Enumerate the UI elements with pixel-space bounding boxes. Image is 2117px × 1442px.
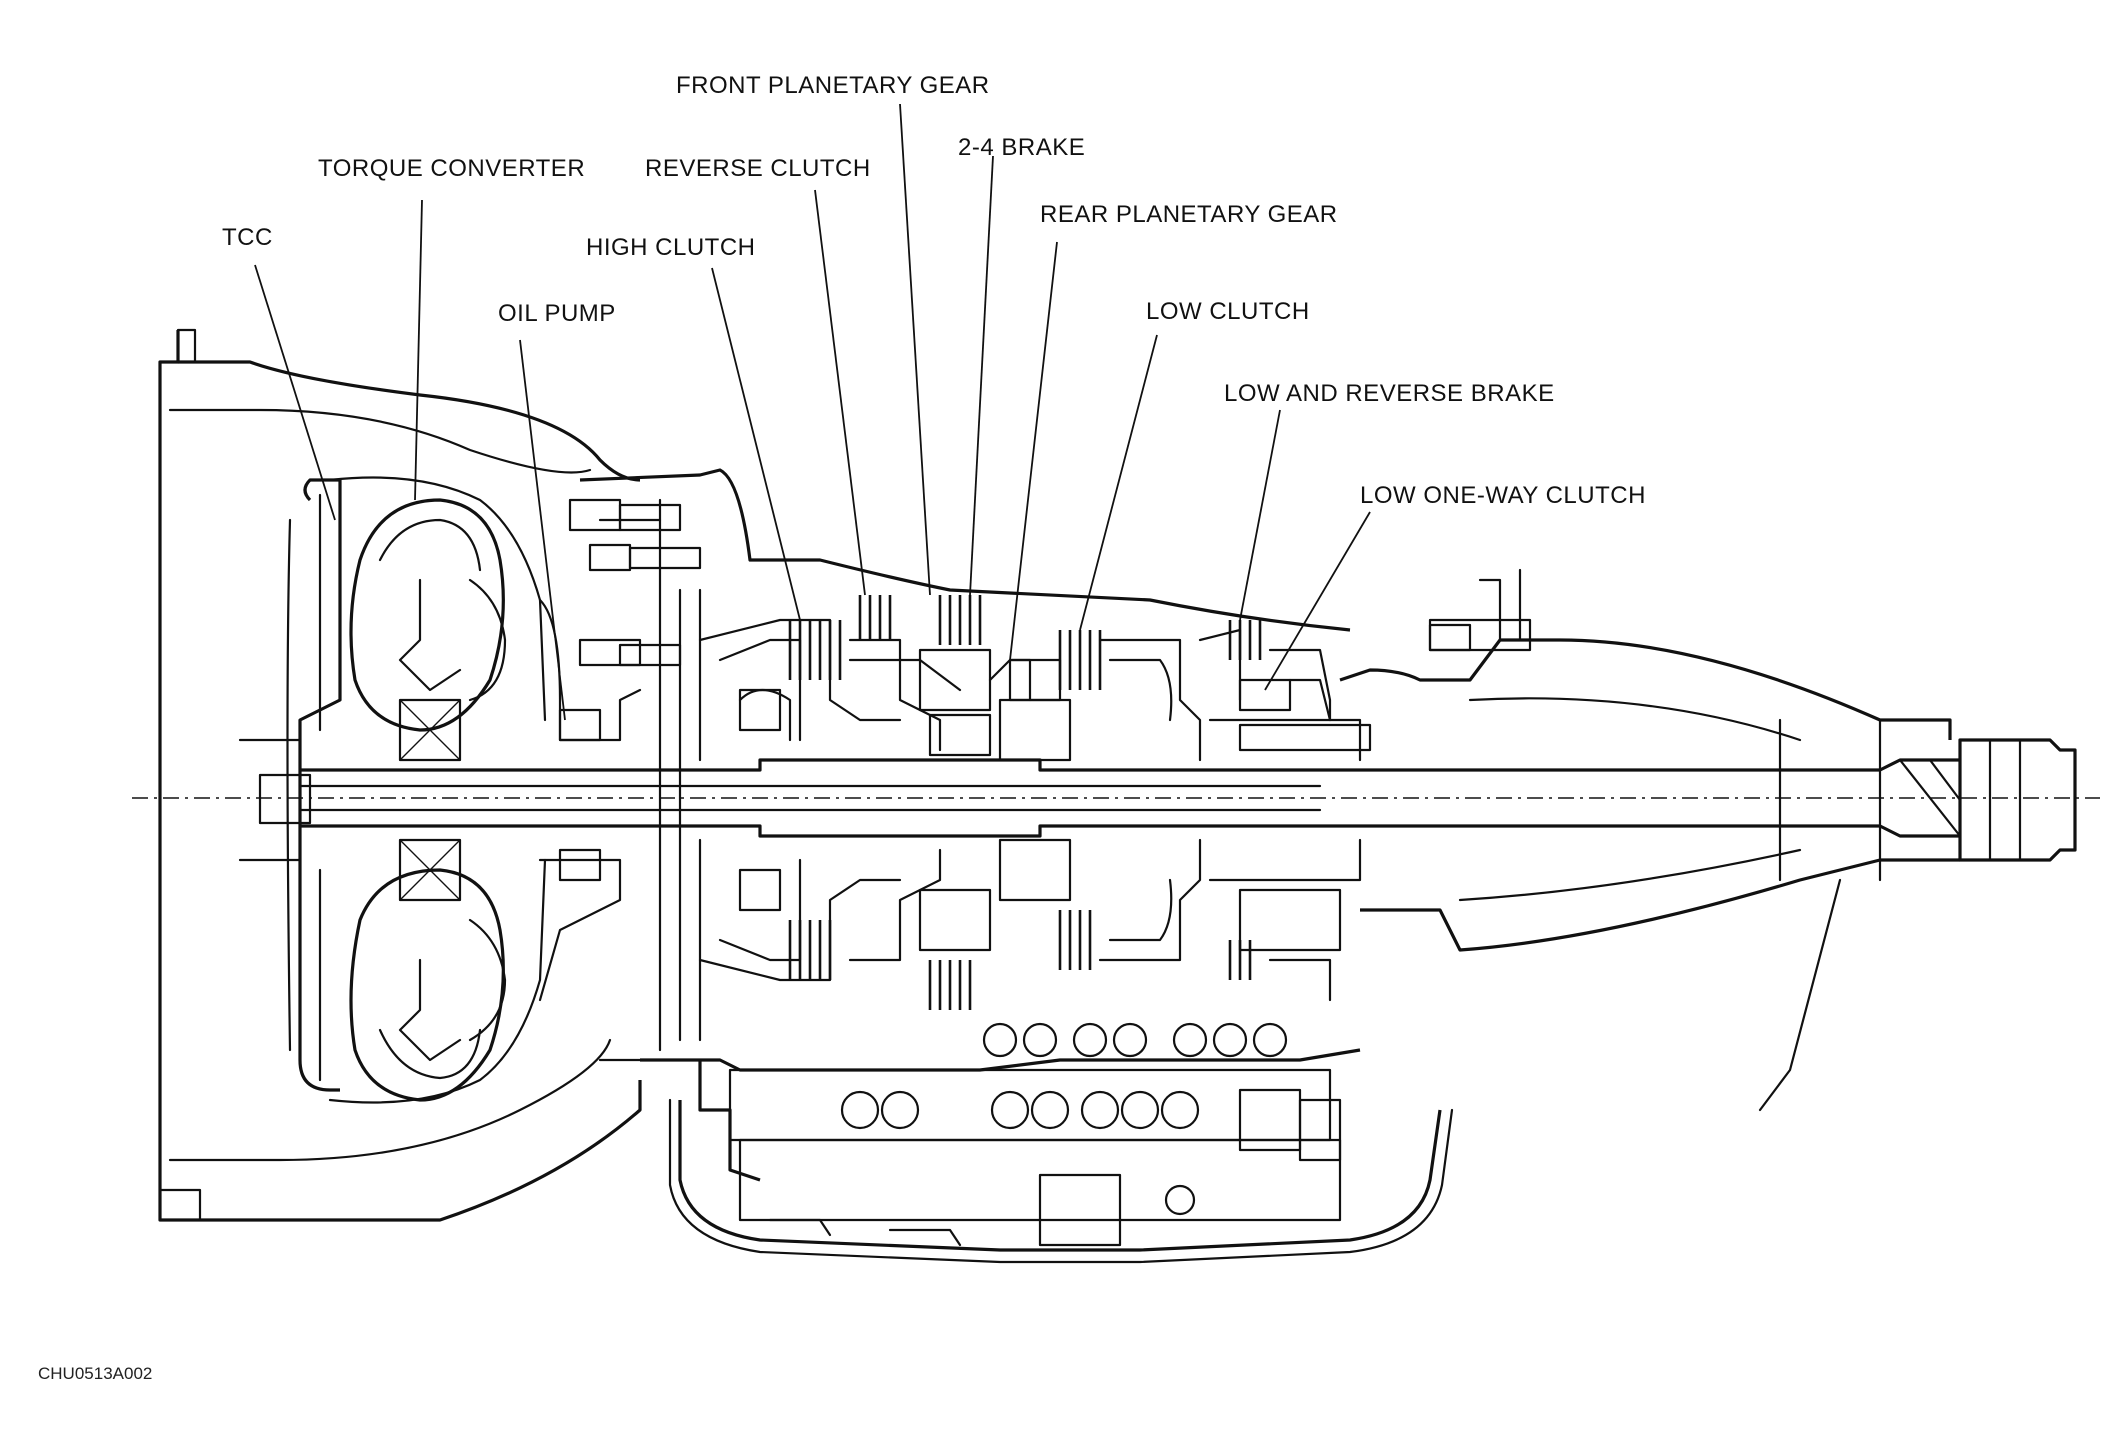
leader-high-clutch <box>711 267 801 621</box>
label-2-4-brake: 2-4 BRAKE <box>958 134 1086 161</box>
reverse-clutch-pack <box>858 595 892 640</box>
high-clutch-pack <box>788 620 842 680</box>
leader-tcc <box>254 264 336 521</box>
oil-pan <box>668 1098 1454 1264</box>
label-front-planetary-gear: FRONT PLANETARY GEAR <box>676 72 990 99</box>
leader-torque-converter <box>414 199 423 501</box>
torque-converter <box>238 476 547 1104</box>
label-reverse-clutch: REVERSE CLUTCH <box>645 155 871 182</box>
low-reverse-brake-pack <box>1228 620 1262 660</box>
figure-code: CHU0513A002 <box>38 1364 153 1383</box>
bell-housing <box>158 328 642 1222</box>
leader-lines <box>254 103 1371 721</box>
label-tcc: TCC <box>222 224 273 251</box>
output-shaft <box>1320 738 2077 862</box>
leader-2-4-brake <box>969 155 994 596</box>
label-rear-planetary-gear: REAR PLANETARY GEAR <box>1040 201 1338 228</box>
input-shaft <box>298 758 1322 838</box>
label-low-and-reverse-brake: LOW AND REVERSE BRAKE <box>1224 380 1555 407</box>
label-low-one-way-clutch: LOW ONE-WAY CLUTCH <box>1360 482 1646 509</box>
label-torque-converter: TORQUE CONVERTER <box>318 155 586 182</box>
leader-low-clutch <box>1079 334 1158 631</box>
valve-body <box>698 1022 1342 1247</box>
leader-reverse-clutch <box>814 189 866 596</box>
leader-low-and-reverse-brake <box>1239 409 1281 621</box>
main-case <box>538 468 1472 1072</box>
extension-housing <box>1339 568 1960 1112</box>
lower-clutch-region <box>698 838 1362 1010</box>
leader-front-planetary-gear <box>899 103 931 596</box>
leader-rear-planetary-gear <box>1009 241 1058 661</box>
low-clutch-pack <box>1058 630 1102 690</box>
label-oil-pump: OIL PUMP <box>498 300 616 327</box>
label-low-clutch: LOW CLUTCH <box>1146 298 1310 325</box>
leader-oil-pump <box>519 339 566 721</box>
label-high-clutch: HIGH CLUTCH <box>586 234 756 261</box>
brake-2-4-pack <box>938 595 982 645</box>
leader-low-one-way-clutch <box>1264 511 1371 691</box>
upper-clutch-region <box>698 595 1372 762</box>
